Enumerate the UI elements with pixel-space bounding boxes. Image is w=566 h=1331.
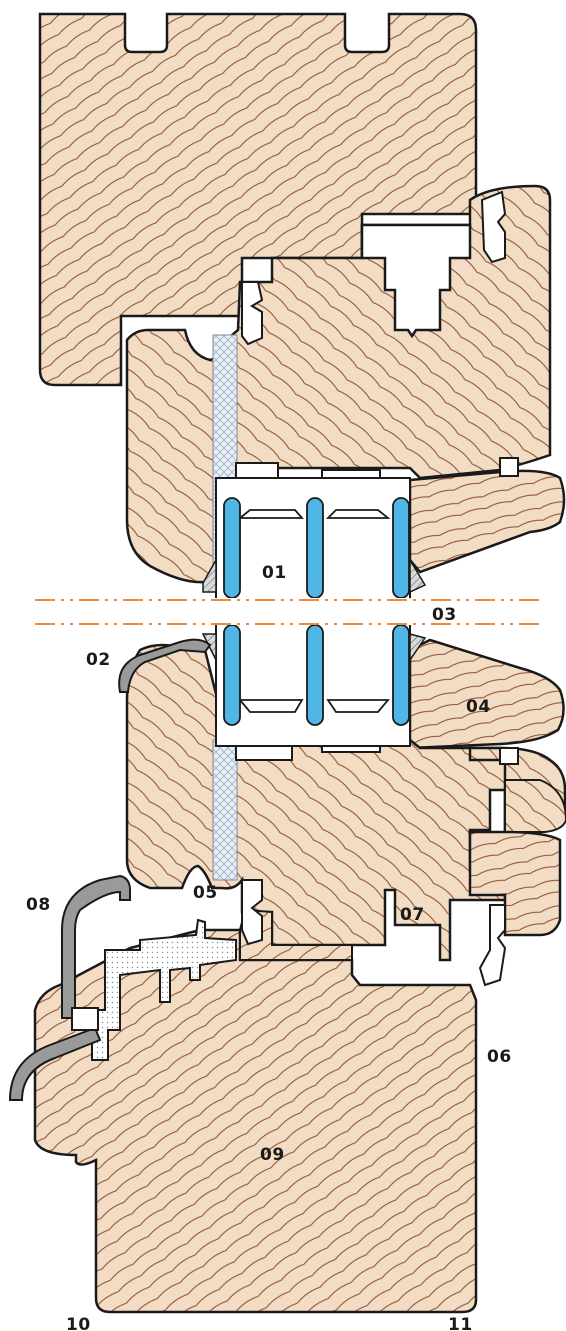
upper-small-seal — [499, 457, 519, 477]
weather-bar-clip — [71, 1007, 99, 1031]
glass-pane-right-upper — [392, 497, 410, 599]
weather-bar-inner — [91, 918, 237, 1061]
label-03: 03 — [432, 605, 457, 625]
glass-pane-right-lower — [392, 624, 410, 726]
spacer-chambers-bottom — [238, 699, 390, 713]
weather-bar-cover — [61, 874, 131, 1019]
label-11: 11 — [448, 1315, 473, 1331]
label-01: 01 — [262, 563, 287, 583]
sealant-upper-right — [409, 557, 427, 594]
label-09: 09 — [260, 1145, 285, 1165]
spacer-bottom — [235, 745, 381, 761]
label-02: 02 — [86, 650, 111, 670]
lower-insulation-strip — [212, 739, 238, 881]
rain-drip-profile — [118, 638, 212, 693]
glass-pane-left-lower — [223, 624, 241, 726]
upper-gasket-left — [241, 281, 264, 346]
upper-gasket-right — [480, 190, 507, 264]
label-07: 07 — [400, 905, 425, 925]
lower-sash-lower-right — [468, 830, 562, 937]
label-08: 08 — [26, 895, 51, 915]
sealant-upper-left — [202, 557, 217, 593]
lower-glazing-bead — [408, 638, 565, 750]
label-10: 10 — [66, 1315, 91, 1331]
spacer-top — [235, 462, 381, 479]
lower-gasket-left — [241, 879, 263, 946]
section-break-band — [200, 598, 430, 625]
glass-pane-mid-upper — [306, 497, 324, 599]
sealant-lower-right — [409, 633, 427, 663]
lower-small-seal — [499, 747, 519, 765]
sill-drip — [8, 1026, 102, 1101]
spacer-chambers-top — [237, 509, 391, 519]
top-frame-profile — [38, 12, 478, 387]
glass-pane-mid-lower — [306, 624, 324, 726]
glass-pane-left-upper — [223, 497, 241, 599]
upper-glazing-bead — [408, 469, 566, 574]
right-lower-frame — [504, 779, 566, 833]
label-05: 05 — [193, 883, 218, 903]
label-06: 06 — [487, 1047, 512, 1067]
bottom-frame-profile — [33, 928, 478, 1314]
lower-gasket-right — [478, 904, 507, 987]
label-04: 04 — [466, 697, 491, 717]
upper-sash-notch — [360, 223, 472, 339]
